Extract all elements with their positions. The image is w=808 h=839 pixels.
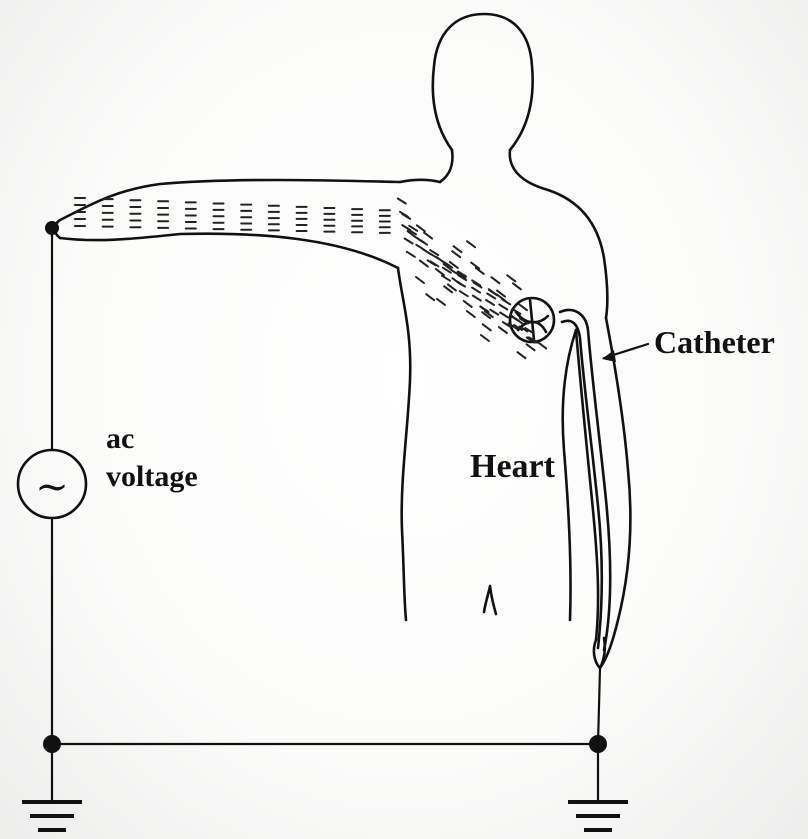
catheter-tube-inner xyxy=(562,321,602,648)
current-dash xyxy=(499,327,507,333)
hand-junction-node xyxy=(45,221,59,235)
current-dash xyxy=(460,291,468,296)
current-dash xyxy=(398,199,406,204)
current-dash xyxy=(472,288,480,293)
current-dash xyxy=(467,311,475,317)
current-dash xyxy=(473,296,481,301)
torso-right-outline xyxy=(563,330,576,620)
head-outline xyxy=(433,14,533,150)
current-dash xyxy=(481,335,489,341)
arm-lower-outline xyxy=(60,234,398,268)
current-dash xyxy=(467,241,475,247)
current-dash xyxy=(454,246,462,252)
navel-mark xyxy=(484,586,496,614)
current-dash xyxy=(424,233,432,239)
current-dash xyxy=(499,305,507,310)
current-dash xyxy=(500,313,508,318)
ac-voltage-label-line2: voltage xyxy=(106,458,198,496)
right-wire xyxy=(598,668,600,744)
current-dash xyxy=(452,278,460,284)
current-dash xyxy=(538,342,546,348)
current-dash xyxy=(483,324,491,330)
current-dash xyxy=(437,299,445,305)
current-dash xyxy=(490,310,498,315)
heart-vessel-3 xyxy=(530,300,534,340)
current-dash xyxy=(437,257,445,263)
current-dash xyxy=(519,304,527,310)
current-dash xyxy=(416,238,424,243)
torso-left-outline xyxy=(398,268,410,620)
ac-source-symbol: ~ xyxy=(35,464,69,510)
current-dash xyxy=(407,252,415,257)
current-dash xyxy=(486,300,494,305)
ac-voltage-label: ac voltage xyxy=(106,420,198,496)
current-dash xyxy=(442,276,450,281)
current-dash xyxy=(416,277,424,283)
current-dash xyxy=(420,261,428,267)
current-dash xyxy=(507,275,515,281)
current-dash xyxy=(405,239,413,244)
shoulder-line xyxy=(400,180,440,182)
current-flow-dashes xyxy=(75,198,546,358)
current-dash xyxy=(518,352,526,358)
neck-right-shoulder-outline xyxy=(510,150,608,318)
heart-label: Heart xyxy=(470,448,555,486)
ac-voltage-label-line1: ac xyxy=(106,420,198,458)
current-dash xyxy=(464,301,472,307)
ground-icon xyxy=(22,744,82,830)
current-dash xyxy=(491,277,499,283)
current-dash xyxy=(452,251,460,257)
current-dash xyxy=(436,269,444,275)
catheter-label: Catheter xyxy=(654,324,775,361)
catheter-pointer-arrowhead xyxy=(602,350,616,362)
ac-source-icon: ~ xyxy=(18,450,86,518)
current-dash xyxy=(513,283,521,289)
current-dash xyxy=(527,344,535,350)
ground-icon xyxy=(568,744,628,830)
neck-left-outline xyxy=(440,150,453,182)
current-dash xyxy=(426,294,434,300)
